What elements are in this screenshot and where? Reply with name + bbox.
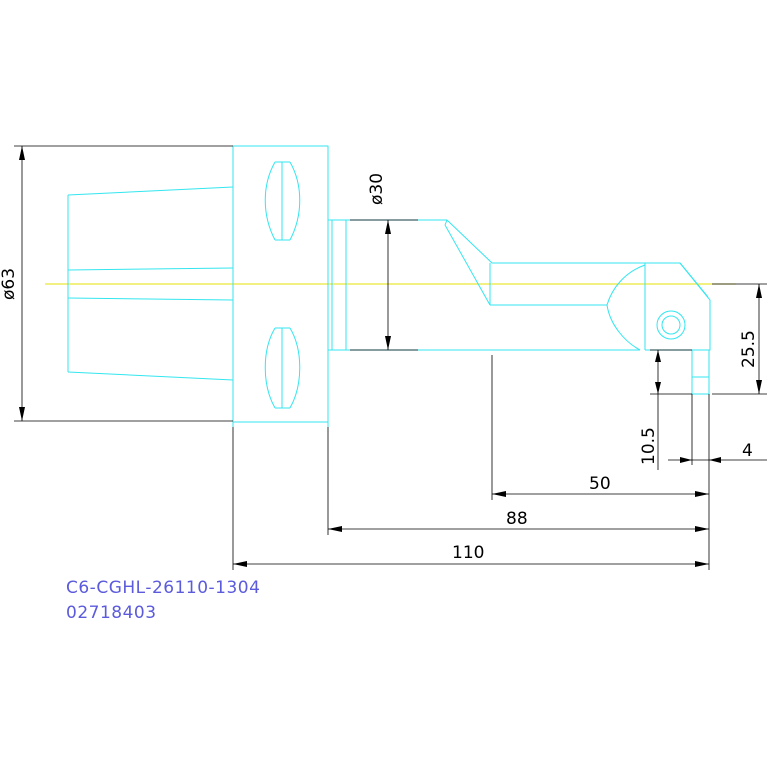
neck	[328, 219, 640, 351]
clamp-screw-inner	[661, 315, 681, 335]
drive-slot-bottom	[264, 327, 301, 409]
dim-overall-length: 110	[232, 427, 709, 570]
dim-shank-diameter: ø63	[0, 145, 233, 422]
boring-bar	[444, 219, 645, 306]
dim-tip-width: 4	[668, 394, 767, 570]
dim-tip-height: 10.5	[639, 349, 692, 470]
dim-length-bar-label: 50	[589, 474, 611, 494]
shank-taper	[67, 186, 234, 381]
flange-body	[232, 145, 329, 423]
drive-slot-top	[264, 161, 301, 241]
dim-length-bar: 50	[491, 355, 709, 500]
dim-height-offset: 25.5	[712, 283, 767, 395]
dim-neck-diameter: ø30	[350, 173, 418, 351]
dim-tip-width-label: 4	[742, 441, 753, 461]
dim-overall-length-label: 110	[452, 543, 484, 563]
dim-tip-height-label: 10.5	[639, 427, 659, 465]
clamp-screw-outer	[656, 310, 686, 340]
order-code: 02718403	[66, 603, 157, 623]
dim-shank-diameter-label: ø63	[0, 268, 19, 300]
tool-outline	[67, 145, 711, 427]
dim-neck-diameter-label: ø30	[367, 173, 387, 205]
dim-height-offset-label: 25.5	[739, 330, 759, 368]
insert-head	[606, 262, 711, 395]
part-number: C6-CGHL-26110-1304	[66, 578, 261, 598]
dim-length-flange-label: 88	[506, 509, 528, 529]
dim-length-flange: 88	[327, 427, 709, 535]
